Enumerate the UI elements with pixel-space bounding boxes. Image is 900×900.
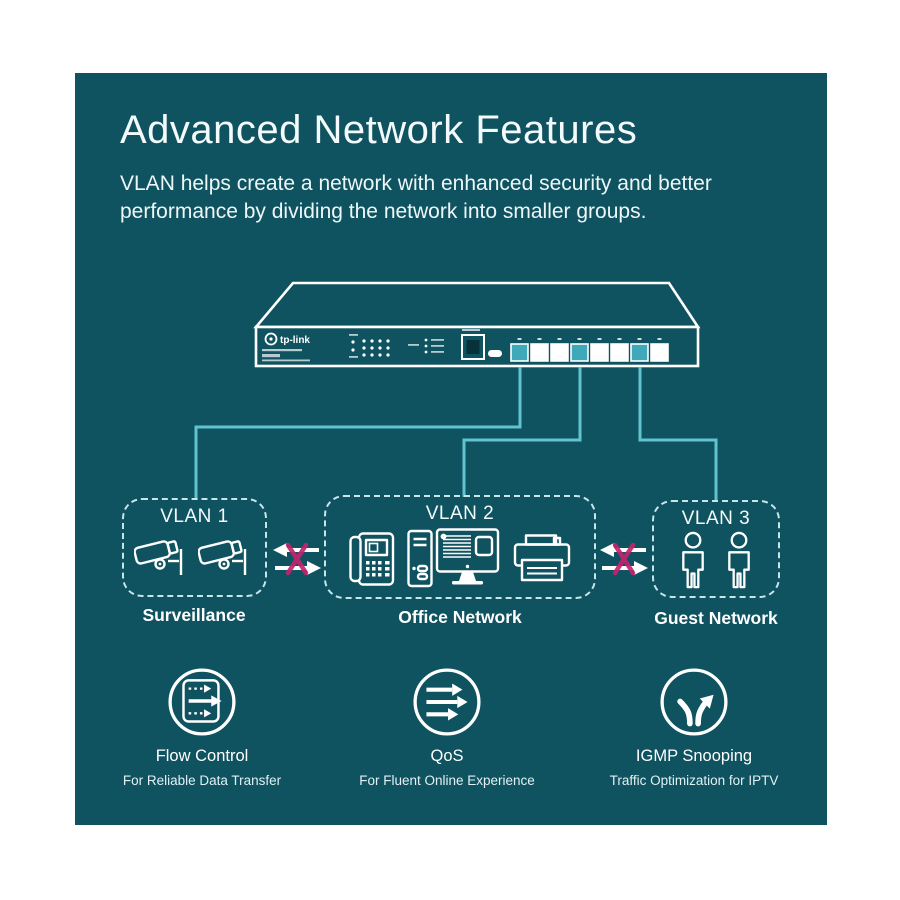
network-switch-illustration: tp-link (253, 281, 701, 368)
vlan3-group-label: Guest Network (654, 608, 778, 628)
brand-text: tp-link (280, 335, 310, 346)
vlan2-group-box: VLAN 2 (324, 495, 596, 599)
igmp-snooping-icon (660, 668, 728, 736)
blocked-x-icon (285, 542, 309, 576)
tp-link-logo: tp-link (264, 332, 310, 346)
feature-igmp-label: IGMP Snooping (635, 747, 753, 765)
port-3 (550, 343, 569, 362)
port-2 (530, 343, 549, 362)
vlan3-group-box: VLAN 3 (652, 500, 780, 598)
port-5 (590, 343, 609, 362)
blocked-link-icon (273, 542, 321, 576)
feature-igmp-desc: Traffic Optimization for IPTV (609, 773, 779, 788)
port-8 (650, 343, 669, 362)
page-title: Advanced Network Features (120, 108, 638, 152)
qos-icon (413, 668, 481, 736)
blocked-link-icon (600, 542, 648, 576)
led-indicators (349, 334, 444, 358)
vlan2-group-label: Office Network (398, 607, 522, 627)
cctv-camera-icon (133, 540, 182, 575)
vlan1-group-label: Surveillance (142, 605, 246, 625)
port-1-highlighted (510, 343, 529, 362)
feature-flow-control-desc: For Reliable Data Transfer (122, 773, 282, 788)
feature-qos-label: QoS (430, 747, 464, 765)
paper-lines (527, 567, 557, 575)
phone-keypad (366, 560, 390, 576)
blocked-x-icon (612, 542, 636, 576)
feature-qos-desc: For Fluent Online Experience (359, 773, 535, 788)
vlan1-title: VLAN 1 (160, 506, 229, 527)
printer-icon (513, 534, 571, 582)
desktop-computer-icon (407, 528, 500, 588)
vlan3-title: VLAN 3 (681, 508, 751, 529)
ip-phone-icon (349, 531, 395, 586)
person-icon (682, 531, 704, 589)
feature-flow-control: Flow Control For Reliable Data Transfer (82, 666, 322, 788)
model-text-lines (262, 349, 310, 362)
screen-text-lines (443, 535, 471, 558)
port-4-highlighted (570, 343, 589, 362)
cctv-camera-icon (197, 540, 246, 575)
monitor-stand (459, 572, 476, 581)
feature-igmp-snooping: IGMP Snooping Traffic Optimization for I… (574, 666, 814, 788)
ethernet-ports (510, 343, 669, 362)
port-number-ticks (517, 338, 662, 340)
vlan1-group-box: VLAN 1 (122, 498, 267, 597)
feature-qos: QoS For Fluent Online Experience (327, 666, 567, 788)
person-icon (728, 531, 750, 589)
usb-port (488, 350, 502, 357)
port-6 (610, 343, 629, 362)
feature-flow-control-label: Flow Control (155, 747, 249, 765)
console-port (461, 329, 502, 360)
switch-top-face (253, 281, 701, 329)
flow-control-icon (168, 668, 236, 736)
vlan2-title: VLAN 2 (425, 503, 495, 524)
page-subtitle: VLAN helps create a network with enhance… (120, 172, 712, 224)
port-7-highlighted (630, 343, 649, 362)
